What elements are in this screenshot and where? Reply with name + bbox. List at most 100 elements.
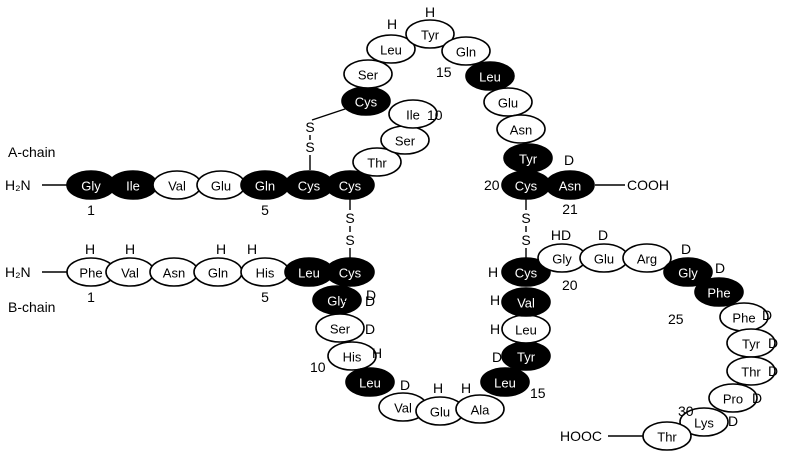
residue-label: Thr (657, 430, 677, 445)
exchange-mark: H (387, 16, 397, 32)
residue-ellipse (501, 257, 551, 287)
disulfide-a6-a11-bond (311, 107, 349, 121)
b-residue-5: His (240, 257, 290, 287)
residue-label: Thr (741, 365, 761, 380)
b-residue-3: Asn (149, 257, 199, 287)
residue-ellipse (327, 341, 377, 371)
exchange-mark: H (247, 241, 257, 257)
residue-label: Glu (430, 405, 450, 420)
residue-label: Gln (208, 266, 228, 281)
b-residue-22: Arg (622, 243, 672, 273)
residue-label: Ile (126, 179, 140, 194)
residue-label: Phe (707, 286, 730, 301)
exchange-mark: H (216, 241, 226, 257)
residue-ellipse (325, 257, 375, 287)
residue-label: Asn (163, 266, 185, 281)
exchange-mark: D (762, 307, 772, 323)
a-residue-10: Ile (388, 99, 438, 129)
exchange-mark: D (342, 289, 352, 305)
a-residue-14: Tyr (405, 19, 455, 49)
b-residue-24: Phe (694, 277, 744, 307)
a-residue-15: Gln (441, 36, 491, 66)
residue-ellipse (455, 394, 505, 424)
a-residue-8: Thr (352, 147, 402, 177)
a-chain-numbers: 1 5 10 15 20 21 (87, 64, 578, 218)
b-residue-17: Leu (501, 314, 551, 344)
residue-label: Leu (359, 376, 381, 391)
a-chain-label: A-chain (8, 144, 55, 160)
exchange-mark: D (598, 227, 608, 243)
residue-label: Glu (498, 96, 518, 111)
b-residue-27: Thr (726, 356, 776, 386)
b-residue-8: Gly (312, 285, 362, 315)
residue-label: Tyr (519, 152, 538, 167)
residue-label: Tyr (421, 28, 440, 43)
b-residue-14: Ala (455, 394, 505, 424)
residue-label: Asn (559, 179, 581, 194)
residue-ellipse (642, 421, 692, 451)
residue-label: Ser (358, 68, 379, 83)
residue-ellipse (325, 170, 375, 200)
residue-label: Cys (298, 179, 321, 194)
exchange-mark: H (125, 241, 135, 257)
residue-label: Tyr (517, 350, 536, 365)
residue-number: 5 (261, 202, 269, 218)
a-residue-9: Ser (380, 125, 430, 155)
exchange-mark: D (681, 241, 691, 257)
residue-label: Pro (723, 392, 743, 407)
a-residue-1: Gly (66, 170, 116, 200)
residue-label: Gly (552, 252, 572, 267)
a-residue-7: Cys (325, 170, 375, 200)
residue-ellipse (726, 356, 776, 386)
exchange-mark: H (490, 321, 500, 337)
residue-number: 1 (87, 289, 95, 305)
residue-label: Gly (81, 179, 101, 194)
b-residue-9: Ser (315, 313, 365, 343)
b-residue-1: Phe (66, 257, 116, 287)
exchange-mark: D (492, 349, 502, 365)
a-residue-20: Cys (501, 170, 551, 200)
residue-number: 20 (484, 177, 500, 193)
a-residue-16: Leu (465, 61, 515, 91)
residue-label: Lys (694, 416, 714, 431)
residue-label: Asn (510, 123, 532, 138)
residue-ellipse (679, 407, 729, 437)
disulfide-labels: S S S S S S (305, 119, 530, 248)
residue-label: Gly (327, 294, 347, 309)
exchange-mark: D (768, 335, 778, 351)
a-c-terminus: COOH (627, 177, 669, 193)
b-residue-25: Phe (719, 302, 769, 332)
residue-ellipse (496, 114, 546, 144)
residue-ellipse (366, 34, 416, 64)
residue-label: Leu (515, 323, 537, 338)
exchange-marks: H H H D H H H D D D H D H H D H H H HD D… (85, 4, 778, 429)
residue-ellipse (501, 287, 551, 317)
a-residue-13: Leu (366, 34, 416, 64)
residue-label: Thr (367, 156, 387, 171)
residue-label: Cys (515, 266, 538, 281)
residue-label: Cys (355, 95, 378, 110)
residue-label: Glu (211, 179, 231, 194)
a-residue-4: Glu (196, 170, 246, 200)
b-chain-label: B-chain (8, 299, 55, 315)
residue-ellipse (315, 313, 365, 343)
residue-ellipse (352, 147, 402, 177)
residue-label: Cys (339, 179, 362, 194)
exchange-mark: D (365, 321, 375, 337)
b-residue-28: Pro (708, 383, 758, 413)
residue-number: 20 (562, 277, 578, 293)
residue-label: His (343, 350, 362, 365)
b-residue-20: Gly (537, 243, 587, 273)
residue-label: Cys (339, 266, 362, 281)
residue-label: Phe (732, 311, 755, 326)
residue-label: Arg (637, 252, 657, 267)
residue-label: Val (394, 401, 412, 416)
exchange-mark: D (768, 363, 778, 379)
a-n-terminus: H₂N (5, 177, 31, 193)
residue-label: His (256, 266, 275, 281)
residue-ellipse (694, 277, 744, 307)
residue-label: Glu (594, 252, 614, 267)
residue-ellipse (441, 36, 491, 66)
exchange-mark: H (425, 4, 435, 20)
